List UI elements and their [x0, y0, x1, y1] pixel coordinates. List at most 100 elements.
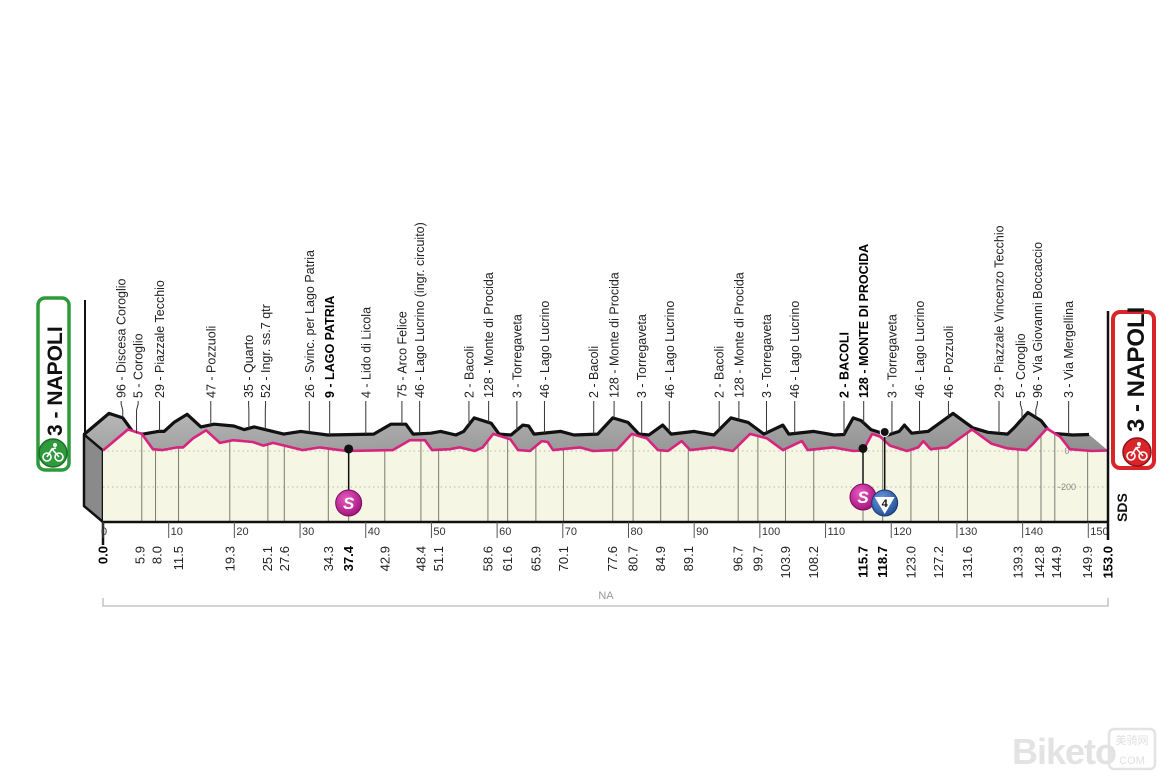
watermark: Biketo 美骑网 COM	[1012, 727, 1157, 772]
waypoint-label: 5 - Coroglio	[132, 333, 146, 398]
waypoint-label: 3 - Torregaveta	[760, 314, 774, 398]
bike-icon	[1122, 437, 1152, 467]
distance-label: 153.0	[1101, 546, 1116, 579]
distance-label: 48.4	[413, 546, 428, 571]
kom-triangle-icon	[874, 497, 895, 514]
distance-label: 19.3	[222, 546, 237, 571]
kom-category: 4	[882, 498, 889, 510]
waypoint-label: 2 - Bacoli	[713, 346, 727, 398]
waypoint-label: 46 - Lago Lucrino	[538, 301, 552, 398]
distance-label: 131.6	[960, 546, 975, 579]
waypoint-label: 75 - Arco Felice	[395, 311, 409, 398]
waypoint-label: 96 - Via Giovanni Boccaccio	[1031, 242, 1045, 398]
distance-label: 142.8	[1032, 546, 1047, 579]
waypoint-label: 9 - LAGO PATRIA	[323, 296, 337, 398]
x-tick-label: 70	[565, 526, 577, 538]
km-axis: 0 10 20 30 40 50 60 70 80 90 100 110 120 130 140 150	[101, 520, 1109, 545]
waypoint-label-line	[136, 401, 139, 434]
distance-label: 77.6	[605, 546, 620, 571]
waypoint-label: 47 - Pozzuoli	[204, 326, 218, 398]
x-tick-label: 10	[171, 526, 183, 538]
profile-shadow-outline	[82, 410, 1090, 437]
waypoint-label: 128 - Monte di Procida	[608, 272, 622, 398]
x-tick-label: 130	[959, 526, 977, 538]
sprint-pin-dot	[858, 443, 868, 453]
waypoint-label: 5 - Coroglio	[1014, 333, 1028, 398]
waypoint-label: 46 - Pozzuoli	[942, 326, 956, 398]
distance-label: 5.9	[133, 546, 148, 564]
x-tick-label: 120	[893, 526, 911, 538]
sds-logo: SDS	[1114, 493, 1130, 522]
x-tick-label: 40	[368, 526, 380, 538]
waypoint-label: 46 - Lago Lucrino (ingr. circuito)	[413, 222, 427, 398]
waypoint-label-line	[120, 401, 124, 418]
distance-label: 80.7	[626, 546, 641, 571]
distance-label: 144.9	[1049, 546, 1064, 579]
distance-label: 61.6	[500, 546, 515, 571]
grid-label: -200	[1058, 482, 1076, 492]
distance-label: 115.7	[855, 546, 870, 578]
waypoint-label: 96 - Discesa Coroglio	[115, 278, 129, 398]
distance-label: 70.1	[556, 546, 571, 571]
waypoint-label: 2 - Bacoli	[462, 346, 476, 398]
distance-label: 25.1	[260, 546, 275, 571]
waypoint-label: 3 - Torregaveta	[510, 314, 524, 398]
waypoint-label: 46 - Lago Lucrino	[913, 301, 927, 398]
waypoint-label: 46 - Lago Lucrino	[663, 301, 677, 398]
profile-shadow	[82, 410, 1108, 524]
distance-label: 99.7	[750, 546, 765, 571]
bike-icon	[38, 438, 68, 468]
waypoint-label: 3 - Torregaveta	[635, 314, 649, 398]
x-tick-label: 80	[630, 526, 642, 538]
distance-label: 51.1	[431, 546, 446, 571]
profile-line	[102, 427, 1109, 453]
grid-label: 0	[1064, 446, 1069, 456]
waypoint-label: 3 - Torregaveta	[885, 314, 899, 398]
waypoint-lines	[141, 432, 1089, 522]
x-tick-label: 110	[828, 526, 846, 538]
distance-label: 118.7	[875, 546, 890, 578]
waypoint-label-line	[1019, 401, 1023, 420]
distance-label: 103.9	[778, 546, 793, 579]
x-tick-label: 0	[101, 526, 107, 538]
distance-label: 0.0	[96, 546, 111, 564]
distance-label: 37.4	[341, 545, 356, 571]
distance-label: 84.9	[653, 546, 668, 571]
distance-label: 58.6	[480, 546, 495, 571]
start-label: 3 - NAPOLI	[44, 326, 67, 436]
distance-label: 8.0	[150, 546, 165, 564]
x-tick-label: 100	[762, 526, 780, 538]
x-tick-label: 140	[1025, 526, 1043, 538]
distance-label: 34.3	[321, 546, 336, 571]
distance-label: 89.1	[681, 546, 696, 571]
kom-pin-dot	[879, 427, 890, 437]
distance-label: 108.2	[806, 546, 821, 579]
sprint-icon-letter: S	[343, 494, 355, 513]
na-bracket: NA	[102, 590, 1109, 607]
x-tick-label: 60	[499, 526, 511, 538]
waypoint-label: 35 - Quarto	[242, 335, 256, 398]
distance-label: 149.9	[1080, 546, 1095, 579]
x-tick-label: 20	[236, 526, 248, 538]
waypoint-label: 3 - Via Mergellina	[1062, 301, 1076, 398]
waypoint-label: 29 - Piazzale Tecchio	[153, 280, 167, 398]
waypoint-label: 26 - Svinc. per Lago Patria	[303, 250, 317, 398]
waypoint-label: 128 - MONTE DI PROCIDA	[857, 244, 871, 398]
finish-label: 3 - NAPOLI	[1123, 307, 1150, 432]
watermark-brand: Biketo	[1012, 731, 1116, 772]
x-tick-label: 50	[433, 526, 445, 538]
x-tick-label: 30	[302, 526, 314, 538]
waypoint-label: 2 - Bacoli	[587, 346, 601, 398]
distance-label: 42.9	[377, 546, 392, 571]
distance-label: 65.9	[528, 546, 543, 571]
sprint-pin-dot	[344, 444, 354, 454]
x-tick-label: 150	[1090, 526, 1108, 538]
x-tick-label: 90	[696, 526, 708, 538]
start-badge: 3 - NAPOLI	[36, 296, 86, 472]
distance-label: 96.7	[731, 546, 746, 571]
distance-label: 127.2	[931, 546, 946, 579]
distance-label: 139.3	[1011, 546, 1026, 579]
